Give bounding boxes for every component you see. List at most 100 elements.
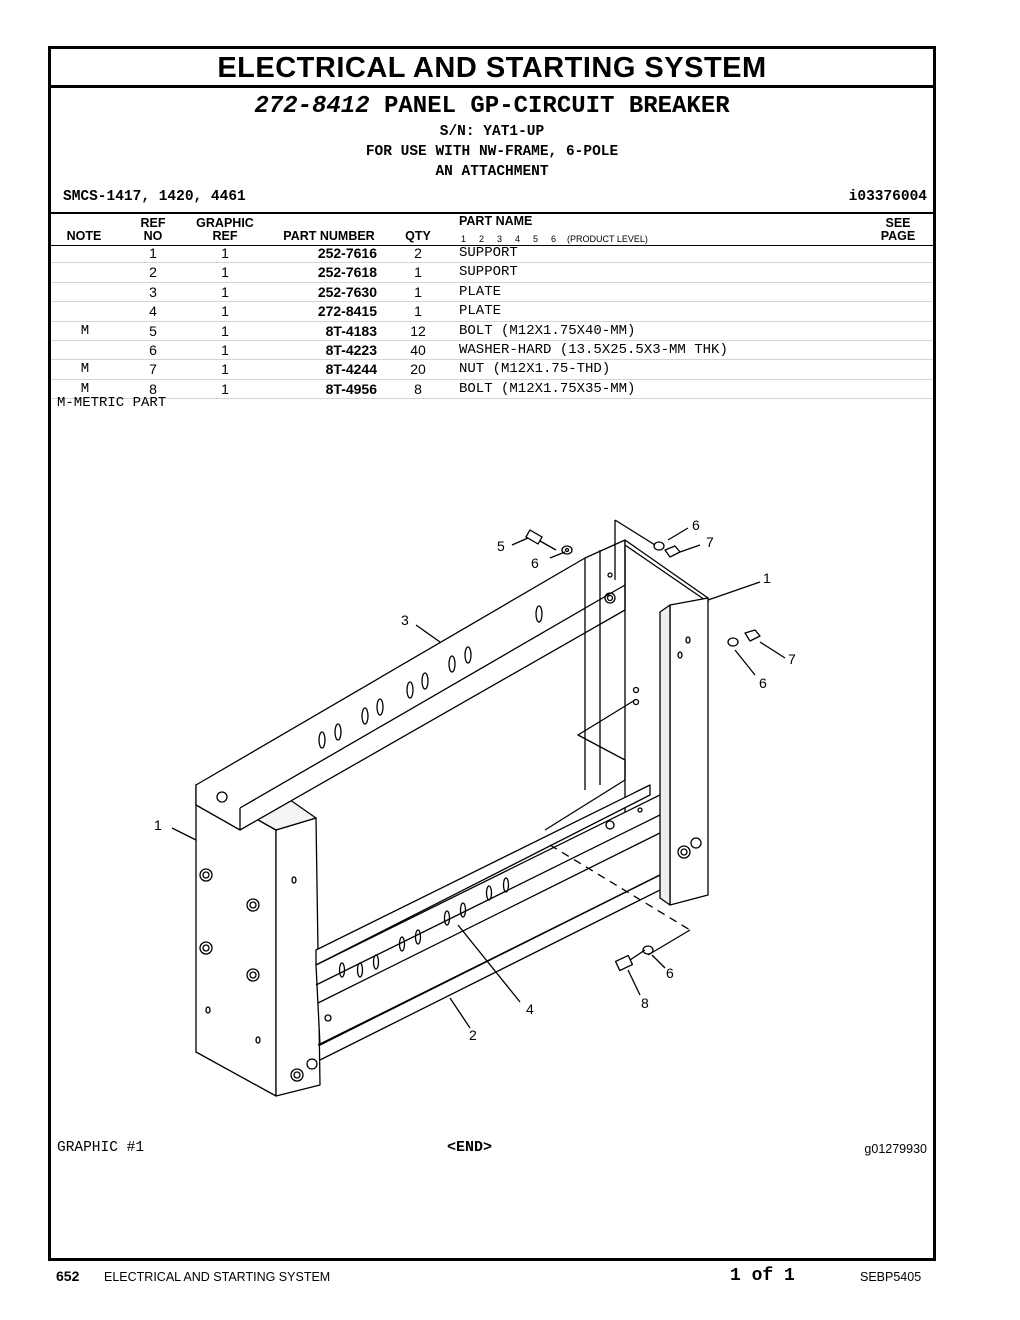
illustration-id: i03376004 (848, 189, 927, 205)
callout-2: 2 (469, 1027, 477, 1043)
table-row[interactable]: 1 1 252-7616 2 SUPPORT (51, 244, 933, 264)
cell-ref: 2 (149, 264, 157, 281)
attachment-type: AN ATTACHMENT (435, 164, 549, 180)
cell-part-number[interactable]: 252-7616 (317, 245, 377, 261)
publication-number: SEBP5405 (860, 1270, 922, 1284)
header-see-top: SEE (885, 216, 911, 230)
cell-part-number[interactable]: 8T-4183 (325, 322, 377, 339)
cell-qty: 20 (410, 361, 426, 378)
page-frame: ELECTRICAL AND STARTING SYSTEM 272-8412 … (48, 46, 936, 1261)
cell-part-number[interactable]: 252-7618 (317, 264, 377, 281)
callout-1-left: 1 (154, 817, 162, 833)
header-part-number: PART NUMBER (283, 229, 375, 243)
cell-part-name: NUT (M12X1.75-THD) (459, 361, 611, 378)
page-number: 652 (56, 1268, 80, 1284)
cell-part-name: SUPPORT (459, 245, 518, 261)
smcs-codes: SMCS-1417, 1420, 4461 (63, 189, 246, 205)
table-row[interactable]: M 8 1 8T-4956 8 BOLT (M12X1.75X35-MM) (51, 380, 933, 400)
header-graphic-bottom: REF (212, 229, 238, 243)
cell-graphic-ref: 1 (221, 380, 229, 397)
right-support-drawing (659, 597, 709, 906)
cell-part-number[interactable]: 272-8415 (317, 303, 377, 320)
product-level-5: 5 (533, 234, 539, 244)
table-row[interactable]: M 5 1 8T-4183 12 BOLT (M12X1.75X40-MM) (51, 322, 933, 341)
cell-part-name: PLATE (459, 283, 502, 300)
page-of-indicator: 1 of 1 (730, 1266, 795, 1286)
table-row[interactable]: 3 1 252-7630 1 PLATE (51, 283, 933, 303)
cell-part-name: SUPPORT (459, 264, 518, 281)
header-ref-top: REF (140, 216, 166, 230)
end-marker: <END> (447, 1139, 493, 1156)
table-row[interactable]: 2 1 252-7618 1 SUPPORT (51, 263, 933, 283)
cell-qty: 8 (414, 380, 422, 397)
callout-4: 4 (526, 1001, 534, 1017)
header-ref-bottom: NO (143, 229, 163, 243)
callout-6-top: 6 (692, 517, 700, 533)
product-level-4: 4 (515, 234, 521, 244)
product-level-2: 2 (479, 234, 485, 244)
cell-graphic-ref: 1 (221, 283, 229, 300)
cell-ref: 3 (149, 283, 157, 300)
footer-section-title: ELECTRICAL AND STARTING SYSTEM (104, 1270, 331, 1284)
callout-6-bottom: 6 (666, 965, 674, 981)
cell-ref: 5 (149, 322, 157, 339)
group-title: 272-8412 PANEL GP-CIRCUIT BREAKER (51, 93, 933, 121)
header-note: NOTE (66, 229, 102, 243)
header-see-bottom: PAGE (880, 229, 916, 243)
callout-7-right: 7 (788, 651, 796, 667)
top-plate-drawing (195, 539, 709, 831)
cell-qty: 40 (410, 341, 426, 358)
cell-ref: 1 (149, 245, 157, 261)
callout-labels: 6 7 5 6 1 3 7 6 1 6 8 4 2 (154, 517, 796, 1043)
cell-note: M (80, 380, 90, 397)
assembly-leader-lines (544, 519, 691, 956)
product-level-3: 3 (497, 234, 503, 244)
callout-leaders (171, 527, 786, 1029)
table-row[interactable]: 6 1 8T-4223 40 WASHER-HARD (13.5X25.5X3-… (51, 341, 933, 361)
callout-8: 8 (641, 995, 649, 1011)
product-level-6: 6 (551, 234, 557, 244)
cell-part-number[interactable]: 8T-4956 (325, 380, 377, 397)
cell-qty: 1 (414, 283, 422, 300)
usage-note: FOR USE WITH NW-FRAME, 6-POLE (365, 144, 619, 160)
cell-part-name: PLATE (459, 303, 502, 320)
page-title: ELECTRICAL AND STARTING SYSTEM (51, 49, 933, 88)
cell-graphic-ref: 1 (221, 322, 229, 339)
cell-part-name: BOLT (M12X1.75X40-MM) (459, 322, 636, 339)
cell-note: M (80, 361, 90, 378)
cell-ref: 6 (149, 341, 157, 358)
callout-6-left: 6 (531, 555, 539, 571)
page-footer: 652 ELECTRICAL AND STARTING SYSTEM 1 of … (0, 1266, 1020, 1288)
cell-part-number[interactable]: 8T-4223 (325, 341, 377, 358)
callout-3: 3 (401, 612, 409, 628)
header-qty: QTY (405, 229, 431, 243)
serial-number: S/N: YAT1-UP (439, 124, 545, 140)
cell-ref: 7 (149, 361, 157, 378)
graphic-id: g01279930 (864, 1142, 927, 1156)
bottom-plate-drawing (315, 784, 671, 1061)
cell-qty: 2 (414, 245, 422, 261)
callout-5: 5 (497, 538, 505, 554)
product-level-label: (PRODUCT LEVEL) (567, 234, 648, 244)
table-row[interactable]: M 7 1 8T-4244 20 NUT (M12X1.75-THD) (51, 360, 933, 380)
note-legend: M-METRIC PART (57, 395, 167, 411)
header-part-name: PART NAME (459, 214, 533, 228)
cell-note: M (80, 322, 90, 339)
callout-1-right: 1 (763, 570, 771, 586)
cell-graphic-ref: 1 (221, 245, 229, 261)
cell-part-number[interactable]: 8T-4244 (325, 361, 377, 378)
header-graphic-top: GRAPHIC (196, 216, 254, 230)
cell-graphic-ref: 1 (221, 341, 229, 358)
table-row[interactable]: 4 1 272-8415 1 PLATE (51, 302, 933, 322)
product-level-1: 1 (461, 234, 467, 244)
cell-ref: 4 (149, 303, 157, 320)
group-name: PANEL GP-CIRCUIT BREAKER (383, 93, 730, 120)
cell-part-name: WASHER-HARD (13.5X25.5X3-MM THK) (459, 341, 728, 358)
parts-table-body: 1 1 252-7616 2 SUPPORT 2 1 252-7618 1 SU… (51, 244, 933, 400)
cell-part-number[interactable]: 252-7630 (317, 283, 377, 300)
exploded-view-diagram: 6 7 5 6 1 3 7 6 1 6 8 4 2 (154, 517, 796, 1097)
graphic-label: GRAPHIC #1 (57, 1140, 145, 1156)
parts-table-header: NOTE REF NO GRAPHIC REF PART NUMBER QTY … (51, 212, 933, 246)
cell-qty: 1 (414, 303, 422, 320)
cell-graphic-ref: 1 (221, 361, 229, 378)
